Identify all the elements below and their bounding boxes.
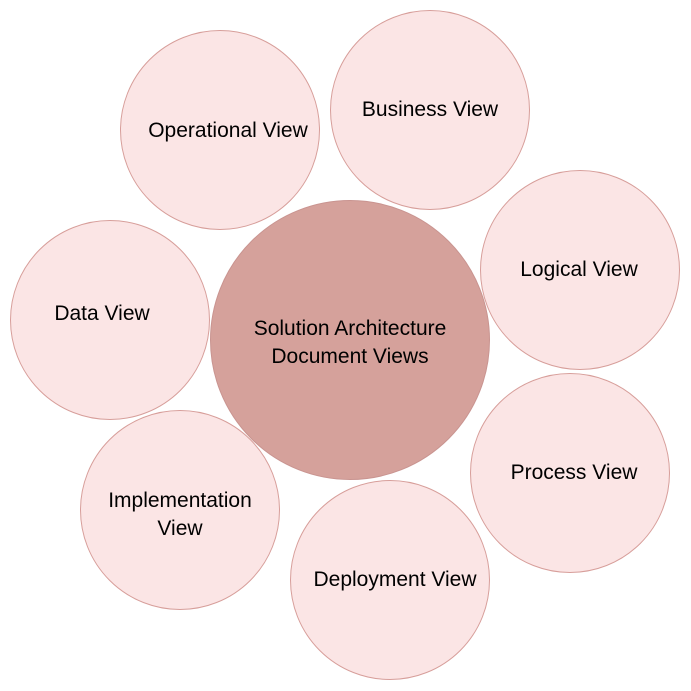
logical-view-label: Logical View [520,258,638,281]
operational-view-label: Operational View [148,119,308,142]
solution-architecture-center-node: Solution Architecture Document Views [210,200,490,480]
implementation-view-node: Implementation View [80,410,280,610]
data-view-label: Data View [54,302,150,325]
logical-view-node: Logical View [480,170,680,370]
process-view-label: Process View [510,461,638,484]
deployment-view-node: Deployment View [290,480,490,680]
implementation-view-label: Implementation View [108,489,252,540]
data-view-node: Data View [10,220,210,420]
deployment-view-label: Deployment View [313,568,477,591]
process-view-node: Process View [470,373,670,573]
center-node-label: Solution Architecture Document Views [253,317,447,368]
operational-view-node: Operational View [120,30,320,230]
business-view-node: Business View [330,10,530,210]
business-view-label: Business View [361,98,499,121]
